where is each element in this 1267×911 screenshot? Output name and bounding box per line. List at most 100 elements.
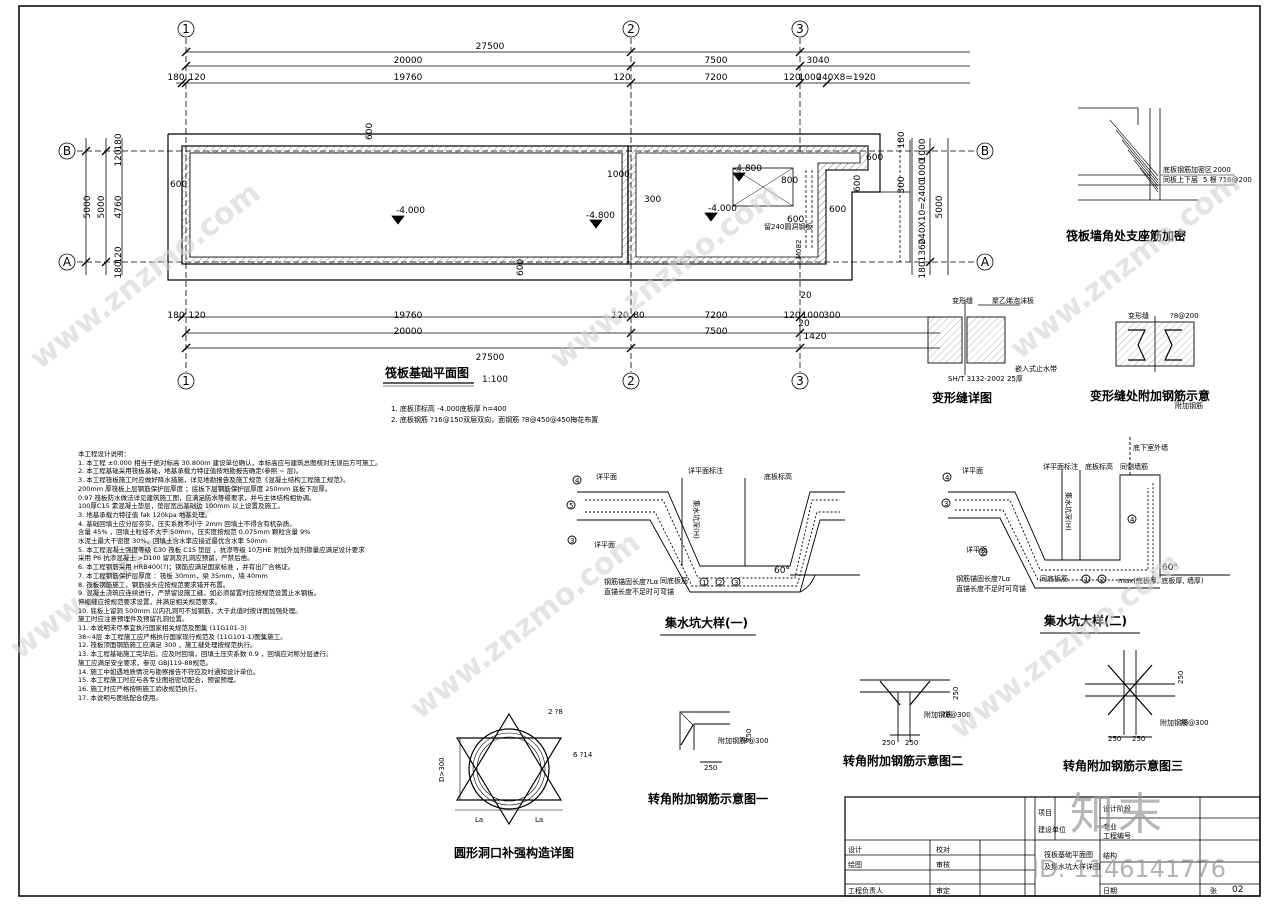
- sump1-n1: 1: [702, 579, 706, 587]
- dim-bot-80: 80: [633, 311, 645, 321]
- note-line: 1. 本工程 ±0.000 相当于绝对标高 30.800m 建设单位确认，本标高…: [78, 458, 382, 467]
- dim-bot-left-span: 20000: [394, 327, 423, 337]
- sump2-angle: 60°: [1162, 563, 1178, 573]
- note-line: 施工应满足安全要求，参见 GBJ119-88规范。: [78, 658, 213, 667]
- dim-bot-300: 300: [823, 311, 840, 321]
- corner2-d250b: 250: [905, 739, 918, 747]
- note-line: 9. 混凝土浇筑应连续进行，严禁留设施工缝，如必须留置时应按规范设置止水钢板。: [78, 589, 321, 598]
- sump2-n2a: 2: [981, 549, 985, 557]
- dim-bot-180: 180: [167, 311, 184, 321]
- sump2-h: 集水坑深(H): [1064, 492, 1073, 531]
- corner-rebar-3: [1085, 650, 1175, 738]
- dim-right-1000b: 1000: [918, 158, 928, 181]
- dim-bot-1000: 1000: [802, 311, 825, 321]
- sump2-top2: 详平面标注: [1043, 462, 1078, 471]
- notes-heading: 本工程设计说明：: [78, 450, 130, 458]
- sump2-title: 集水坑大样(二): [1043, 613, 1127, 628]
- tb-stage: 设计阶段: [1103, 804, 1131, 813]
- note-line: 含量 45% ，回填土粒径不大于 50mm，压实度按规范 0.075mm 颗粒含…: [78, 528, 311, 537]
- tb-sheet-no: 结构: [1103, 851, 1117, 860]
- corner-v2: 5 根 ?16@200: [1203, 175, 1252, 184]
- note-line: 7. 本工程钢筋保护层厚度 ：筏板 30mm，梁 35mm，墙 40mm: [78, 571, 268, 580]
- note-line: 11. 本说明未尽事宜执行国家相关规范及图集 (11G101-3): [78, 624, 247, 633]
- note-line: 100厚C15 素混凝土垫层，垫层宽出基础边 100mm 以上设置及施工。: [78, 502, 284, 511]
- sump2-top4: 同侧墙筋: [1120, 462, 1148, 471]
- note-line: 17. 本说明与图纸配合使用。: [78, 693, 162, 702]
- dim-bot-120b: 120: [611, 311, 628, 321]
- corner1-rebar: ?8@300: [740, 737, 769, 745]
- plan-scale: 1:100: [482, 375, 508, 385]
- corner-lbl2: 同板上下层: [1163, 175, 1198, 184]
- plan-hole: 留240圆洞钢板: [764, 222, 812, 231]
- corner3-d250b: 250: [1132, 735, 1145, 743]
- tb-owner: 建设单位: [1038, 825, 1066, 834]
- raft-foundation-plan: [77, 38, 975, 372]
- corner3-d250a: 250: [1108, 735, 1121, 743]
- note-line: 15. 本工程施工时应与各专业图纸密切配合，预留预埋。: [78, 676, 240, 685]
- circular-opening-detail: [455, 712, 563, 826]
- axis-a-left: A: [63, 255, 72, 269]
- joint2-lbl3: 附加钢筋: [1175, 401, 1203, 410]
- dim-right-1360: 1360: [918, 238, 928, 261]
- axis-a-right: A: [981, 255, 990, 269]
- joint2-lbl1: 变形缝: [1128, 311, 1149, 320]
- sump2-wall: 详平面: [966, 545, 987, 554]
- dim-top-120c: 120: [783, 73, 800, 83]
- sump1-top1: 详平面: [596, 472, 617, 481]
- joint-std: SH/T 3132-2002 25厚: [948, 375, 1023, 383]
- sump1-n2: 2: [718, 579, 722, 587]
- corner-rebar-2: [860, 679, 950, 742]
- sump1-top3: 底板标高: [764, 472, 792, 481]
- plan-note-1: 1. 底板顶标高 -4.000底板厚 h=400: [391, 404, 507, 413]
- corner1-d250a: 250: [704, 764, 717, 772]
- note-line: 200mm 厚筏板上层钢筋保护层厚度 ；底板下层钢筋保护层厚度 250mm 底板…: [78, 484, 332, 493]
- dim-left-120a: 120: [114, 149, 124, 166]
- corner1-title: 转角附加钢筋示意图一: [648, 791, 768, 806]
- dim-left-120b: 120: [114, 246, 124, 263]
- sump1-top2: 详平面标注: [688, 466, 723, 475]
- dim-top-left-span: 20000: [394, 56, 423, 66]
- sump1-angle: 60°: [774, 566, 790, 576]
- corner2-title: 转角附加钢筋示意图二: [843, 753, 963, 768]
- sump-detail-2: [941, 437, 1230, 589]
- detail-joint2-title: 变形缝处附加钢筋示意: [1090, 388, 1210, 403]
- note-line: 14. 施工中如遇地质情况与勘察报告不符应及时通知设计单位。: [78, 667, 260, 676]
- note-line: 8. 筏板钢筋施工，钢筋接头应按规范要求错开布置。: [78, 580, 230, 589]
- dim-bot-right-span: 7500: [705, 327, 728, 337]
- dim-left-4760: 4760: [114, 195, 124, 218]
- axis-3-bottom: 3: [796, 374, 804, 388]
- tb-drawing: 绘图: [848, 860, 862, 869]
- design-notes: 本工程设计说明： 1. 本工程 ±0.000 相当于绝对标高 30.800m 建…: [78, 450, 398, 702]
- note-line: 水泥土最大干密度 30%，回填土含水率应接近最优含水率 50mm: [78, 537, 268, 546]
- tb-review: 审核: [936, 860, 950, 869]
- axis-1-bottom: 1: [182, 374, 190, 388]
- note-line: 16. 施工时应严格按照施工验收规范执行。: [78, 684, 201, 693]
- sump1-n3a: 3: [570, 537, 574, 545]
- sump2-n3: 3: [944, 500, 948, 508]
- joint-lbl1: 变形缝: [952, 296, 973, 305]
- circle-title: 圆形洞口补强构造详图: [454, 845, 574, 860]
- dim-bot-7200: 7200: [705, 311, 728, 321]
- note-line: 10. 底板上留洞 500mm 以内孔洞可不加钢筋，大于此值时按详图加强处理。: [78, 606, 302, 615]
- dim-left-5000b: 5000: [97, 195, 107, 218]
- note-line: 38~4层 本工程施工应严格执行国家现行规范及 (11G101-1)图集施工。: [78, 632, 287, 641]
- detail-joint: [927, 300, 1020, 375]
- watermark-id: ID: 1146141776: [1032, 855, 1226, 883]
- plan-title: 筏板基础平面图: [385, 365, 469, 380]
- tb-approve: 审定: [936, 886, 950, 895]
- dim-bot-1420: 1420: [804, 332, 827, 342]
- axis-2-bottom: 2: [627, 374, 635, 388]
- dim-top-1000: 1000: [799, 73, 822, 83]
- note-line: 伸缩缝应按规范要求设置，并满足相关规范要求。: [78, 597, 221, 606]
- watermark-brand: 知末: [1070, 789, 1166, 840]
- note-line: 6. 本工程钢筋采用 HRB400(?)；钢筋应满足国家标准 ，并有出厂合格证。: [78, 563, 295, 572]
- tb-project-no: 工程编号: [1103, 831, 1131, 840]
- dim-top-120a: 120: [188, 73, 205, 83]
- dim-right-240x10: 240X10=2400: [918, 179, 928, 245]
- corner2-lbl: 附加钢筋: [924, 710, 952, 719]
- axis-1-top: 1: [182, 22, 190, 36]
- elev-main: -4.000: [396, 206, 425, 216]
- plan-600c: 600: [516, 259, 526, 276]
- detail-corner-title: 筏板墙角处支座筋加密: [1066, 228, 1186, 243]
